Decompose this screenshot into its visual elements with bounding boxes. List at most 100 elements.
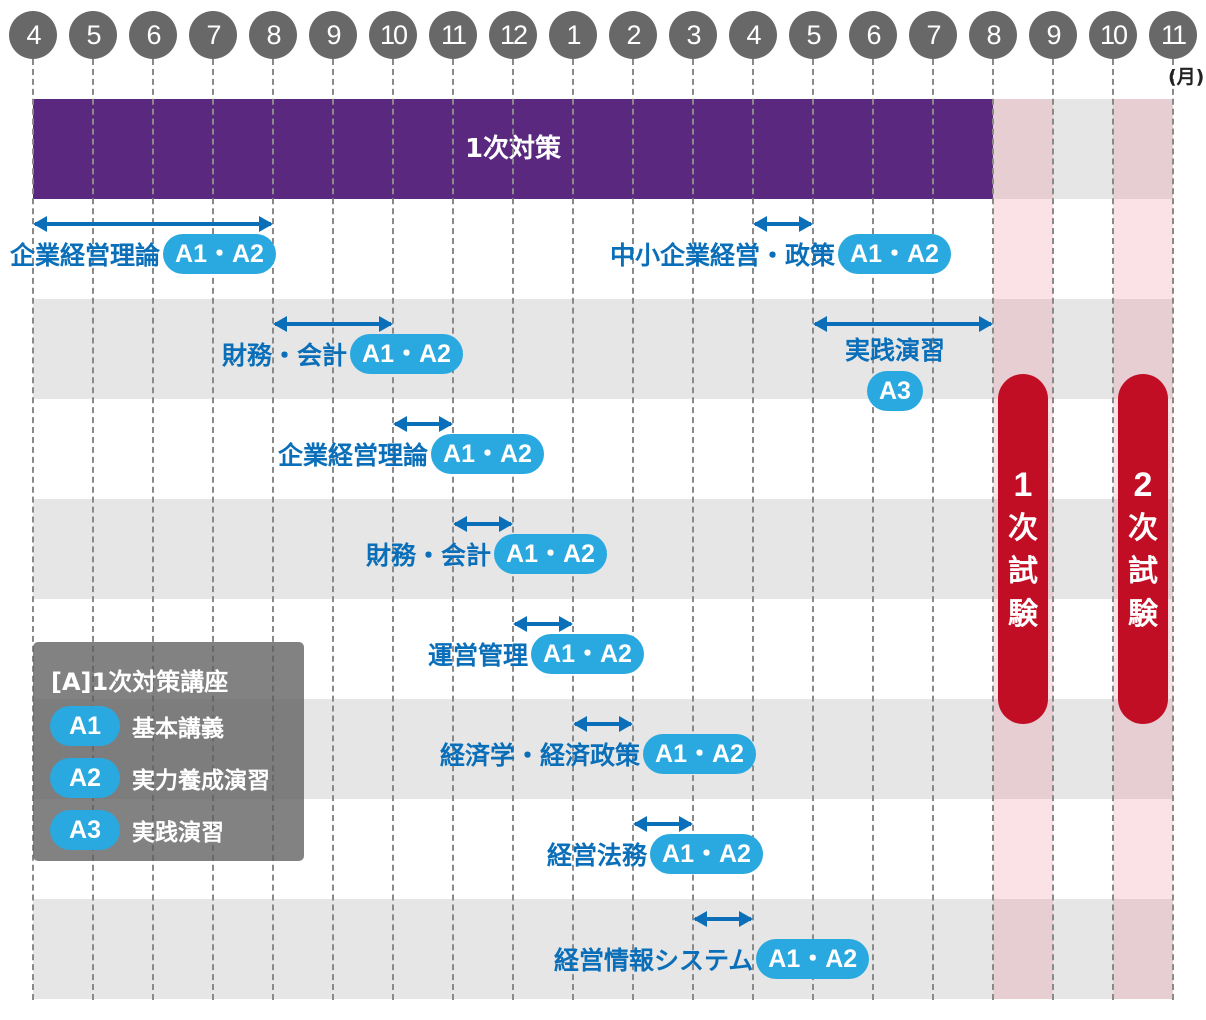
- month-gridline: [212, 59, 214, 1000]
- legend-badge: A2: [50, 758, 120, 798]
- course-badge: A1・A2: [650, 834, 763, 874]
- month-marker: 6: [849, 11, 897, 59]
- month-gridline: [572, 59, 574, 1000]
- legend-item: A2 実力養成演習: [50, 758, 270, 798]
- month-gridline: [512, 59, 514, 1000]
- exam-pill: 1 次試験: [998, 374, 1048, 724]
- course-badge: A1・A2: [163, 234, 276, 274]
- course-period-arrow: [393, 416, 453, 432]
- exam-pill: 2 次試験: [1118, 374, 1168, 724]
- legend-label: 実践演習: [132, 820, 224, 846]
- legend-box: [A]1次対策講座 A1 基本講義 A2 実力養成演習 A3 実践演習: [33, 642, 304, 861]
- month-marker: 9: [309, 11, 357, 59]
- month-marker: 11: [429, 11, 477, 59]
- course-name: 実践演習: [845, 336, 946, 365]
- exam-number: 1: [1013, 466, 1033, 504]
- month-gridline: [32, 59, 34, 1000]
- course-name: 運営管理: [428, 641, 529, 670]
- month-marker: 3: [669, 11, 717, 59]
- month-gridline: [1112, 59, 1114, 1000]
- exam-char: 験: [1008, 597, 1038, 632]
- month-unit-label: (月): [1168, 66, 1205, 88]
- month-marker: 7: [189, 11, 237, 59]
- exam-char: 験: [1128, 597, 1158, 632]
- course-badge: A1・A2: [756, 939, 870, 979]
- month-marker: 10: [369, 11, 417, 59]
- month-marker: 5: [69, 11, 117, 59]
- course-badge: A1・A2: [838, 234, 951, 274]
- course-name: 経営法務: [547, 841, 648, 870]
- month-gridline: [812, 59, 814, 1000]
- month-gridline: [992, 59, 994, 1000]
- month-gridline: [332, 59, 334, 1000]
- course-badge: A1・A2: [643, 734, 756, 774]
- course-name: 財務・会計: [222, 341, 348, 370]
- course-name: 経済学・経済政策: [440, 741, 641, 770]
- month-marker: 9: [1029, 11, 1077, 59]
- legend-label: 実力養成演習: [132, 768, 270, 794]
- course-badge: A1・A2: [350, 334, 463, 374]
- exam-number: 2: [1133, 466, 1153, 504]
- month-marker: 8: [249, 11, 297, 59]
- month-gridline: [1052, 59, 1054, 1000]
- month-marker: 7: [909, 11, 957, 59]
- course-period-arrow: [753, 216, 813, 232]
- month-marker: 8: [969, 11, 1017, 59]
- course-period-arrow: [513, 616, 573, 632]
- exam-char: 試: [1128, 554, 1158, 589]
- legend-item: A1 基本講義: [50, 706, 224, 746]
- month-marker: 4: [9, 11, 57, 59]
- exam-char: 試: [1008, 554, 1038, 589]
- course-period-arrow: [453, 516, 513, 532]
- exam-char: 次: [1008, 511, 1038, 546]
- month-gridline: [272, 59, 274, 1000]
- month-marker: 2: [609, 11, 657, 59]
- month-gridline: [872, 59, 874, 1000]
- course-name: 中小企業経営・政策: [610, 241, 836, 270]
- month-gridline: [92, 59, 94, 1000]
- month-gridline: [1172, 59, 1174, 1000]
- month-marker: 1: [549, 11, 597, 59]
- course-period-arrow: [693, 911, 753, 927]
- course-name: 経営情報システム: [554, 946, 754, 975]
- month-gridline: [692, 59, 694, 1000]
- row-band-gray: [33, 899, 1173, 999]
- month-marker: 4: [729, 11, 777, 59]
- course-badge: A3: [867, 371, 923, 411]
- legend-badge: A3: [50, 810, 120, 850]
- month-gridline: [152, 59, 154, 1000]
- course-name: 財務・会計: [366, 541, 492, 570]
- course-name: 企業経営理論: [278, 441, 429, 470]
- exam-char: 次: [1128, 511, 1158, 546]
- course-period-arrow: [273, 316, 393, 332]
- month-gridline: [632, 59, 634, 1000]
- course-period-arrow: [813, 316, 993, 332]
- course-period-arrow: [633, 816, 693, 832]
- course-period-arrow: [33, 216, 273, 232]
- month-marker: 12: [489, 11, 537, 59]
- legend-label: 基本講義: [132, 716, 224, 742]
- month-marker: 5: [789, 11, 837, 59]
- course-period-arrow: [573, 716, 633, 732]
- legend-badge: A1: [50, 706, 120, 746]
- month-marker: 11: [1149, 11, 1197, 59]
- course-badge: A1・A2: [494, 534, 607, 574]
- month-marker: 10: [1089, 11, 1137, 59]
- month-marker: 6: [129, 11, 177, 59]
- month-gridline: [392, 59, 394, 1000]
- course-name: 企業経営理論: [10, 241, 161, 270]
- row-band-gray: [33, 299, 1173, 399]
- course-badge: A1・A2: [431, 434, 544, 474]
- legend-title: [A]1次対策講座: [51, 668, 229, 696]
- course-badge: A1・A2: [531, 634, 644, 674]
- month-gridline: [932, 59, 934, 1000]
